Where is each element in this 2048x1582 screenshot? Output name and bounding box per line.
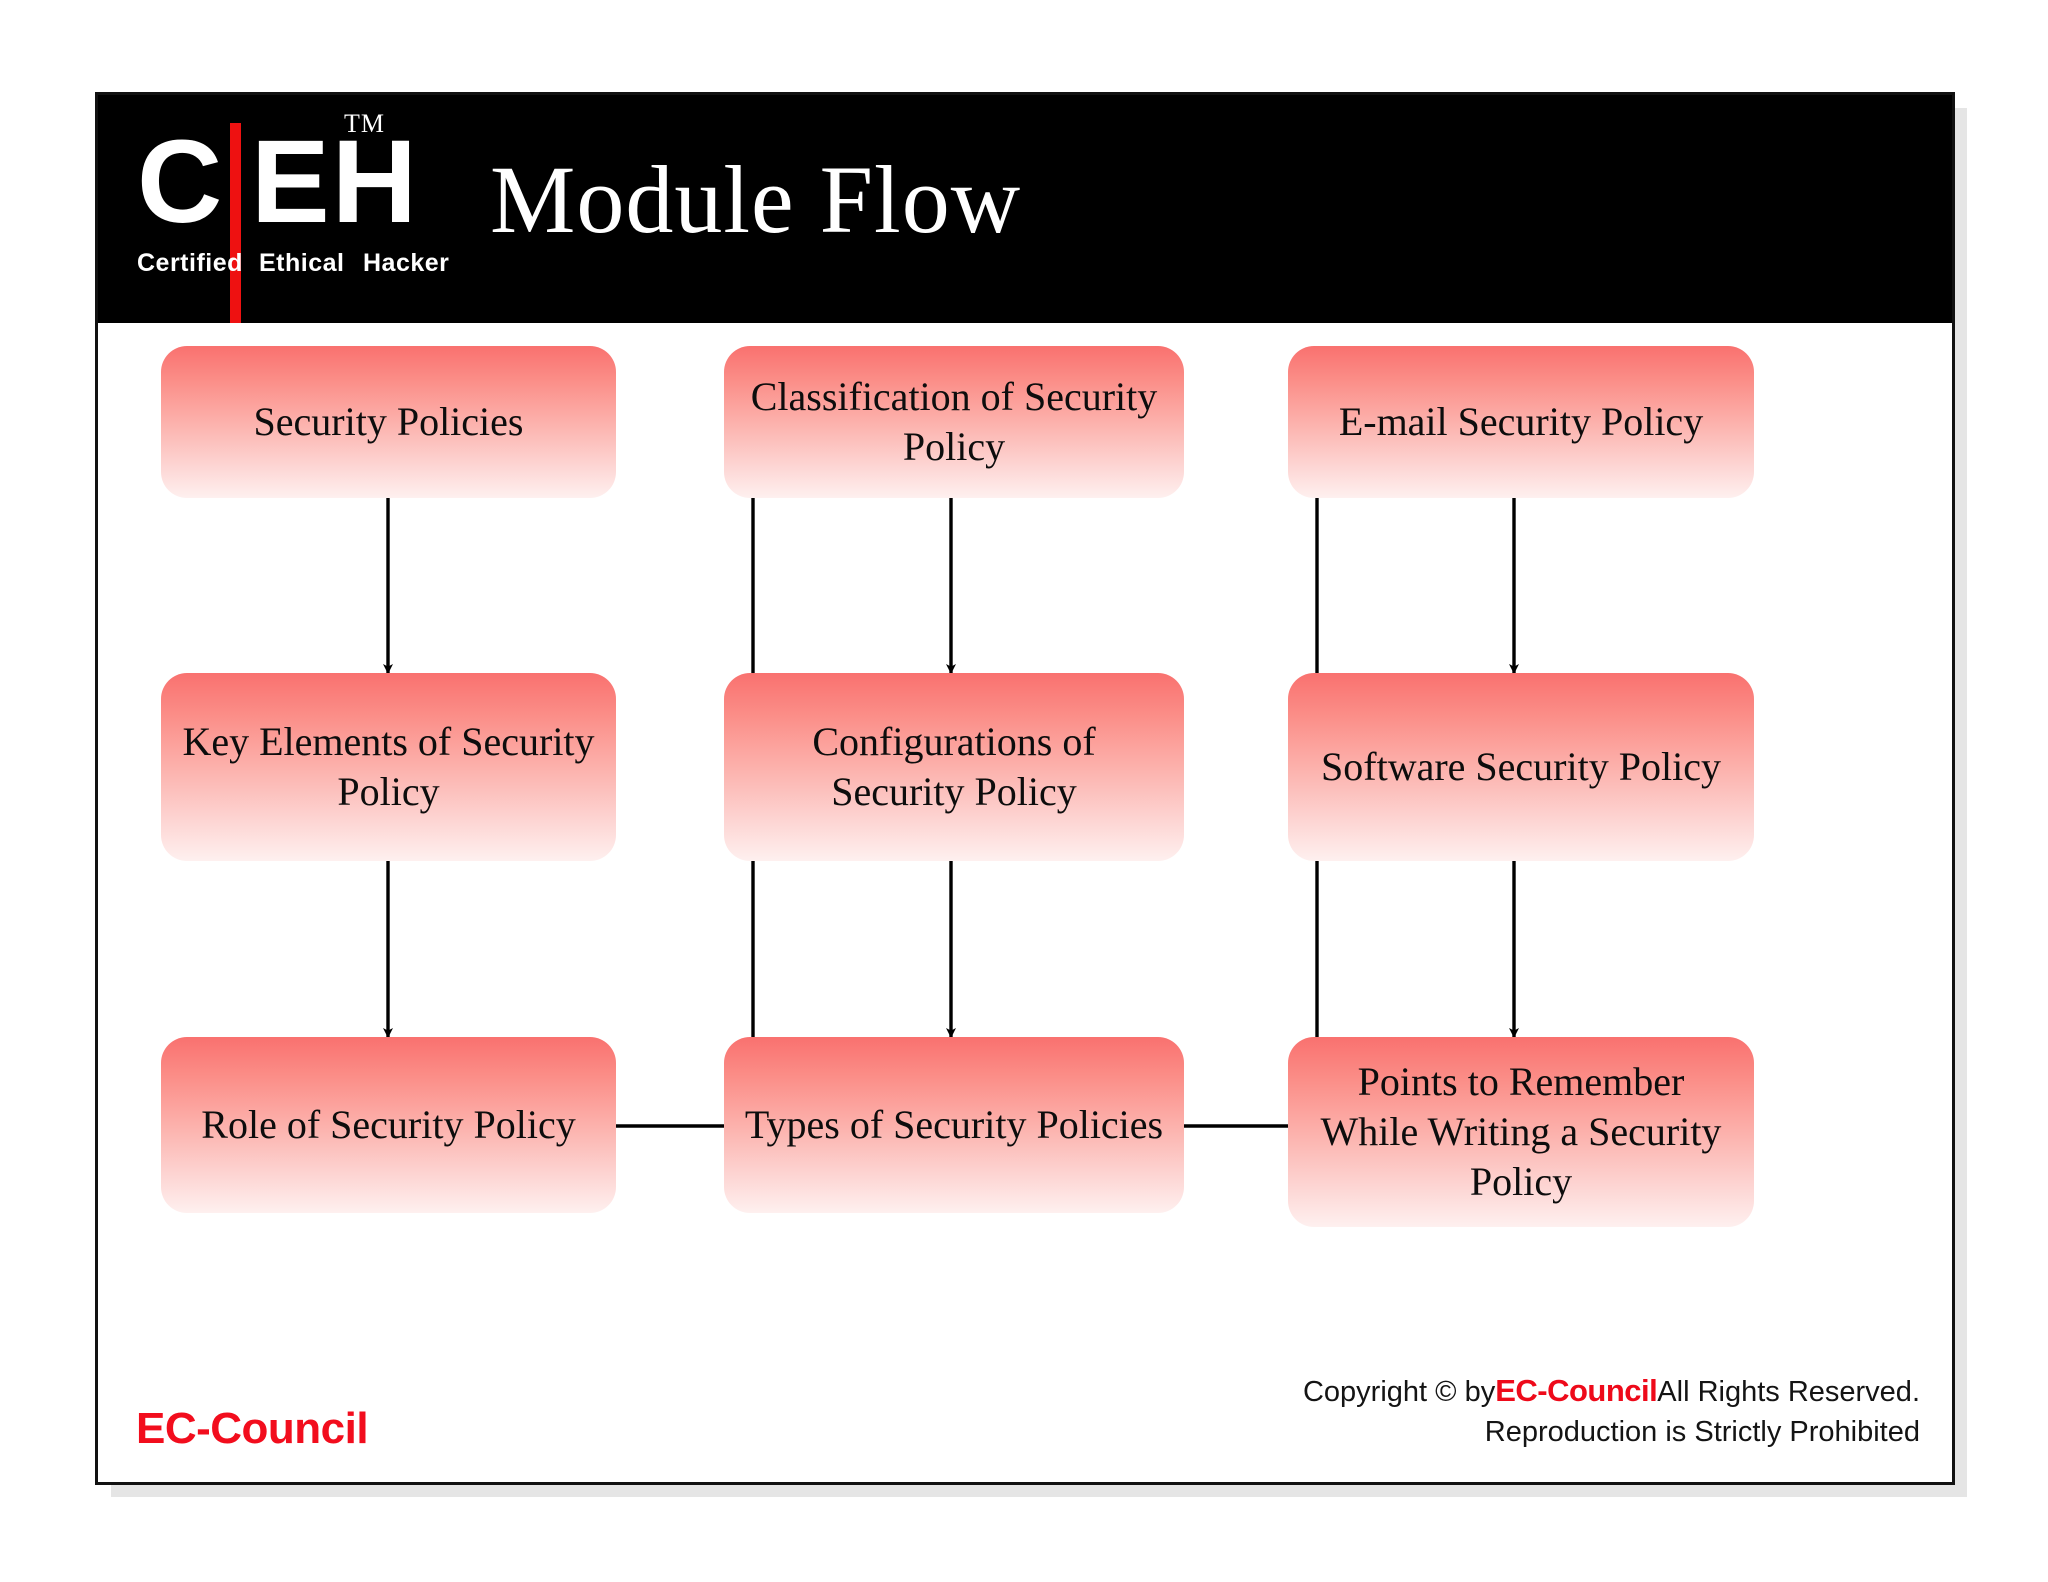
flow-node-software-security-policy[interactable]: Software Security Policy (1288, 673, 1754, 861)
ceh-logo-red-bar (230, 123, 241, 323)
ceh-subtitle-ethical: Ethical (259, 249, 345, 277)
ceh-subtitle-hacker: Hacker (363, 249, 450, 277)
slide-footer: EC-Council Copyright © byEC-CouncilAll R… (98, 1317, 1952, 1482)
flow-node-points-to-remember[interactable]: Points to Remember While Writing a Secur… (1288, 1037, 1754, 1227)
module-flow-diagram: Security Policies Key Elements of Securi… (98, 323, 1952, 1485)
slide-header: C EH TM Certified Ethical Hacker Module … (98, 95, 1952, 323)
flow-node-configurations[interactable]: Configurations of Security Policy (724, 673, 1184, 861)
flow-node-key-elements[interactable]: Key Elements of Security Policy (161, 673, 616, 861)
ceh-logo-letter-c: C (137, 116, 225, 248)
copyright-brand: EC-Council (1495, 1373, 1658, 1408)
flow-node-email-security-policy[interactable]: E-mail Security Policy (1288, 346, 1754, 498)
ceh-logo: C EH TM Certified Ethical Hacker (133, 109, 449, 323)
slide-frame: C EH TM Certified Ethical Hacker Module … (95, 92, 1955, 1485)
ceh-logo-letters-eh: EH (251, 116, 419, 248)
copyright-prefix: Copyright © by (1302, 1376, 1496, 1408)
trademark-symbol: TM (344, 109, 385, 138)
flow-node-security-policies[interactable]: Security Policies (161, 346, 616, 498)
page-title: Module Flow (490, 146, 1022, 253)
ec-council-logo: EC-Council (136, 1404, 369, 1453)
ceh-logo-subtitle: Certified Ethical Hacker (133, 249, 449, 289)
flow-node-role-of-security-policy[interactable]: Role of Security Policy (161, 1037, 616, 1213)
copyright-notice: Copyright © byEC-CouncilAll Rights Reser… (1303, 1371, 1920, 1452)
ceh-logo-letters: C EH (133, 121, 443, 246)
copyright-line-2: Reproduction is Strictly Prohibited (1484, 1416, 1920, 1448)
flow-node-classification[interactable]: Classification of Security Policy (724, 346, 1184, 498)
ceh-subtitle-certified: Certified (137, 249, 243, 277)
copyright-suffix: All Rights Reserved. (1657, 1376, 1920, 1408)
copyright-line-1: Copyright © byEC-CouncilAll Rights Reser… (1303, 1371, 1920, 1412)
flow-node-types-of-policies[interactable]: Types of Security Policies (724, 1037, 1184, 1213)
